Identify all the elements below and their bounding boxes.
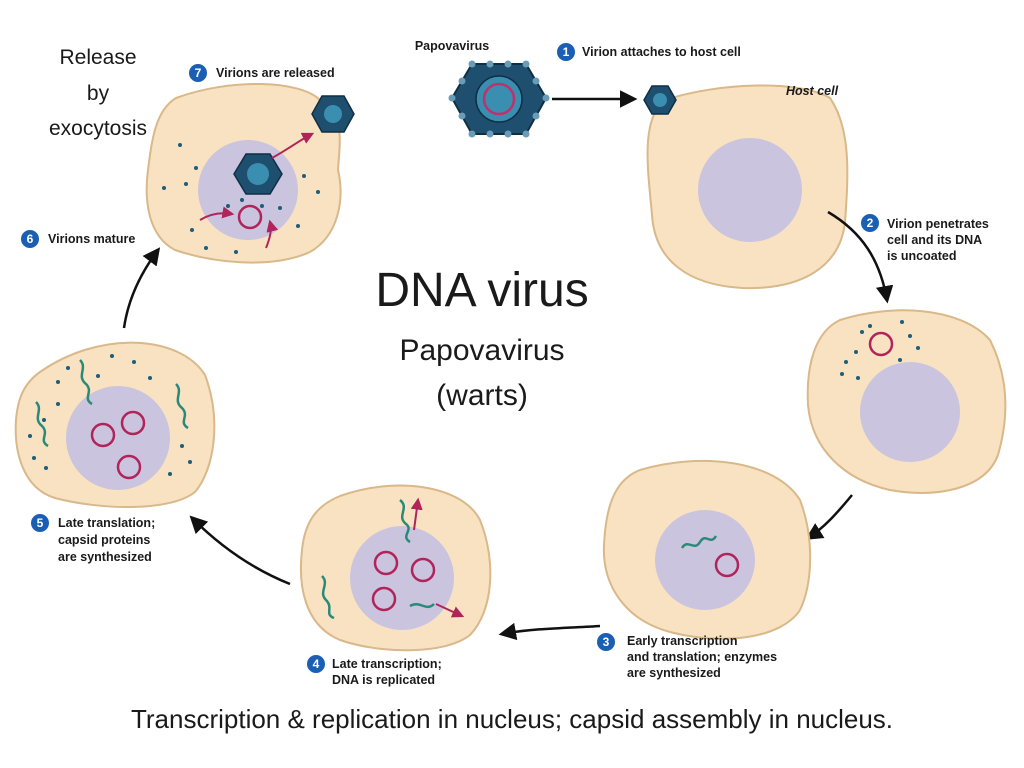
cell-step-2 bbox=[806, 309, 1007, 494]
export-arrow bbox=[410, 497, 423, 531]
step-1-label: 1 Virion attaches to host cell bbox=[557, 43, 741, 61]
diagram-subtitle-2: (warts) bbox=[436, 379, 528, 412]
svg-text:cell and its DNA: cell and its DNA bbox=[887, 233, 982, 247]
step-7-badge bbox=[189, 64, 207, 82]
svg-text:4: 4 bbox=[313, 657, 320, 671]
svg-text:are synthesized: are synthesized bbox=[627, 666, 721, 680]
arrow-to-step-3 bbox=[805, 494, 853, 540]
step-4-label: 4 Late transcription; DNA is replicated bbox=[307, 655, 442, 687]
svg-text:are synthesized: are synthesized bbox=[58, 550, 152, 564]
corner-note: Release by exocytosis bbox=[49, 46, 147, 140]
cell-step-5 bbox=[14, 341, 216, 509]
mrna-strand-cytoplasm bbox=[321, 575, 335, 620]
mrna-strand-nucleus bbox=[409, 603, 435, 609]
corner-note-line-1: Release bbox=[59, 46, 136, 69]
diagram-subtitle-1: Papovavirus bbox=[399, 334, 564, 367]
arrow-to-step-6 bbox=[122, 247, 161, 329]
capsid-fragments bbox=[840, 320, 920, 380]
svg-text:DNA is replicated: DNA is replicated bbox=[332, 673, 435, 687]
release-arrow bbox=[271, 132, 315, 159]
replicated-dna bbox=[371, 550, 436, 612]
svg-text:2: 2 bbox=[867, 216, 874, 230]
center-title: DNA virus Papovavirus (warts) bbox=[375, 264, 588, 412]
svg-text:capsid proteins: capsid proteins bbox=[58, 533, 150, 547]
step-7-label: 7 Virions are released bbox=[189, 64, 335, 82]
import-arrow-1 bbox=[199, 206, 235, 221]
corner-note-line-2: by bbox=[87, 82, 110, 105]
step-5-badge bbox=[31, 514, 49, 532]
nucleus bbox=[698, 138, 802, 242]
svg-text:Late translation;: Late translation; bbox=[58, 516, 155, 530]
svg-text:Early transcription: Early transcription bbox=[627, 634, 737, 648]
step-2-badge bbox=[861, 214, 879, 232]
svg-text:Virion attaches to host cell: Virion attaches to host cell bbox=[582, 45, 741, 59]
diagram-title: DNA virus bbox=[375, 264, 588, 317]
svg-text:Late transcription;: Late transcription; bbox=[332, 657, 442, 671]
capsid-proteins bbox=[28, 354, 192, 476]
corner-note-line-3: exocytosis bbox=[49, 117, 147, 140]
svg-text:Virions are released: Virions are released bbox=[216, 66, 335, 80]
caption: Transcription & replication in nucleus; … bbox=[131, 704, 893, 734]
cell-step-1: Host cell bbox=[643, 84, 849, 290]
mrna-strand-exiting bbox=[399, 499, 411, 544]
cell-step-3 bbox=[602, 459, 812, 640]
step-4-badge bbox=[307, 655, 325, 673]
arrow-to-step-2 bbox=[827, 210, 894, 304]
step-2-label: 2 Virion penetrates cell and its DNA is … bbox=[861, 214, 989, 263]
step-3-badge bbox=[597, 633, 615, 651]
papovavirus-particle: Papovavirus bbox=[415, 39, 550, 138]
virus-dna bbox=[482, 82, 516, 116]
svg-text:5: 5 bbox=[37, 516, 44, 530]
svg-text:Virions mature: Virions mature bbox=[48, 232, 135, 246]
svg-text:3: 3 bbox=[603, 635, 610, 649]
svg-text:6: 6 bbox=[27, 232, 34, 246]
nucleus bbox=[860, 362, 960, 462]
step-6-label: 6 Virions mature bbox=[21, 230, 135, 248]
step-3-label: 3 Early transcription and translation; e… bbox=[597, 633, 777, 680]
nucleus bbox=[66, 386, 170, 490]
step-6-badge bbox=[21, 230, 39, 248]
svg-text:7: 7 bbox=[195, 66, 202, 80]
step-5-label: 5 Late translation; capsid proteins are … bbox=[31, 514, 155, 564]
capsid-proteins bbox=[162, 143, 320, 254]
dna-circles bbox=[90, 410, 146, 480]
mrna-strand bbox=[680, 535, 718, 549]
dna-circle bbox=[868, 331, 894, 357]
nucleus bbox=[655, 510, 755, 610]
host-cell-label: Host cell bbox=[786, 84, 839, 98]
arrow-to-step-5 bbox=[189, 515, 291, 586]
svg-text:Virion penetrates: Virion penetrates bbox=[887, 217, 989, 231]
export-arrow-2 bbox=[435, 603, 465, 618]
virus-core bbox=[475, 75, 523, 123]
svg-text:is uncoated: is uncoated bbox=[887, 249, 956, 263]
svg-text:1: 1 bbox=[563, 45, 570, 59]
cell-step-6-7 bbox=[145, 82, 355, 264]
import-arrow-2 bbox=[265, 219, 279, 249]
virus-capsomers bbox=[448, 60, 550, 138]
mrna-strands bbox=[35, 359, 189, 448]
cell-step-4 bbox=[299, 484, 492, 652]
nucleus bbox=[350, 526, 454, 630]
arrow-to-step-4 bbox=[498, 622, 601, 641]
step-1-badge bbox=[557, 43, 575, 61]
svg-text:and translation; enzymes: and translation; enzymes bbox=[627, 650, 777, 664]
dna-circle bbox=[237, 204, 263, 230]
dna-circle bbox=[714, 552, 740, 578]
virus-label: Papovavirus bbox=[415, 39, 489, 53]
